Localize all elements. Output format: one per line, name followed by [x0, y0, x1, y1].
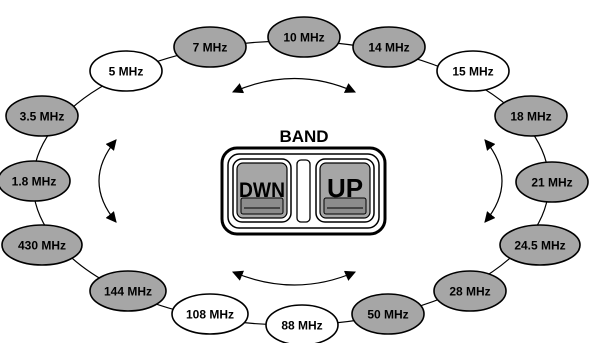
- left-arrow: [98, 139, 117, 223]
- band-node: 430 MHz: [1, 224, 83, 266]
- band-node-ellipse: [267, 16, 341, 58]
- band-node-label: 1.8 MHz: [12, 175, 57, 189]
- down-button-label: DWN: [239, 179, 285, 202]
- band-node-label: 3.5 MHz: [20, 110, 65, 124]
- band-node: 3.5 MHz: [5, 95, 79, 137]
- down-button[interactable]: DWN: [232, 158, 292, 223]
- bottom-arrow: [232, 270, 356, 286]
- band-node: 18 MHz: [494, 95, 568, 137]
- band-node: 1.8 MHz: [0, 160, 71, 202]
- band-node-label: 5 MHz: [109, 65, 144, 79]
- band-node: 21 MHz: [515, 161, 589, 203]
- band-title: BAND: [279, 127, 328, 146]
- band-node-ellipse: [173, 26, 247, 68]
- band-node-label: 430 MHz: [18, 239, 66, 253]
- band-node-ellipse: [436, 50, 510, 92]
- band-node: 28 MHz: [433, 270, 507, 312]
- up-button[interactable]: UP: [315, 158, 375, 223]
- band-node-label: 88 MHz: [281, 319, 322, 333]
- band-node-ellipse: [265, 304, 339, 343]
- band-node-ellipse: [352, 26, 426, 68]
- band-node: 14 MHz: [352, 26, 426, 68]
- right-arrow: [484, 139, 503, 223]
- band-nodes: 10 MHz 14 MHz 15 MHz 18 MHz 21 MHz 24.5 MHz 28…: [0, 16, 589, 343]
- band-node-ellipse: [89, 270, 167, 312]
- band-node: 10 MHz: [267, 16, 341, 58]
- band-node: 88 MHz: [265, 304, 339, 343]
- band-node-ellipse: [89, 50, 163, 92]
- band-node-label: 10 MHz: [283, 31, 324, 45]
- band-node-label: 50 MHz: [367, 308, 408, 322]
- band-node-label: 14 MHz: [368, 41, 409, 55]
- band-node-ellipse: [351, 293, 425, 335]
- band-node-label: 108 MHz: [186, 308, 234, 322]
- band-node-label: 21 MHz: [531, 176, 572, 190]
- band-node-ellipse: [433, 270, 507, 312]
- band-node-label: 144 MHz: [104, 285, 152, 299]
- band-node-ellipse: [499, 224, 581, 266]
- band-node: 7 MHz: [173, 26, 247, 68]
- band-node-label: 7 MHz: [193, 41, 228, 55]
- band-node-label: 18 MHz: [510, 110, 551, 124]
- band-node: 144 MHz: [89, 270, 167, 312]
- band-node: 24.5 MHz: [499, 224, 581, 266]
- band-node: 5 MHz: [89, 50, 163, 92]
- top-arrow: [232, 77, 356, 94]
- band-node: 50 MHz: [351, 293, 425, 335]
- band-node-label: 15 MHz: [452, 65, 493, 79]
- band-node-ellipse: [5, 95, 79, 137]
- band-node-label: 28 MHz: [449, 285, 490, 299]
- band-node-ellipse: [171, 293, 249, 335]
- band-node-ellipse: [1, 224, 83, 266]
- band-node: 108 MHz: [171, 293, 249, 335]
- band-node-ellipse: [0, 160, 71, 202]
- band-node-ellipse: [515, 161, 589, 203]
- band-node-ellipse: [494, 95, 568, 137]
- band-node: 15 MHz: [436, 50, 510, 92]
- up-button-label: UP: [327, 173, 363, 203]
- band-node-label: 24.5 MHz: [514, 239, 565, 253]
